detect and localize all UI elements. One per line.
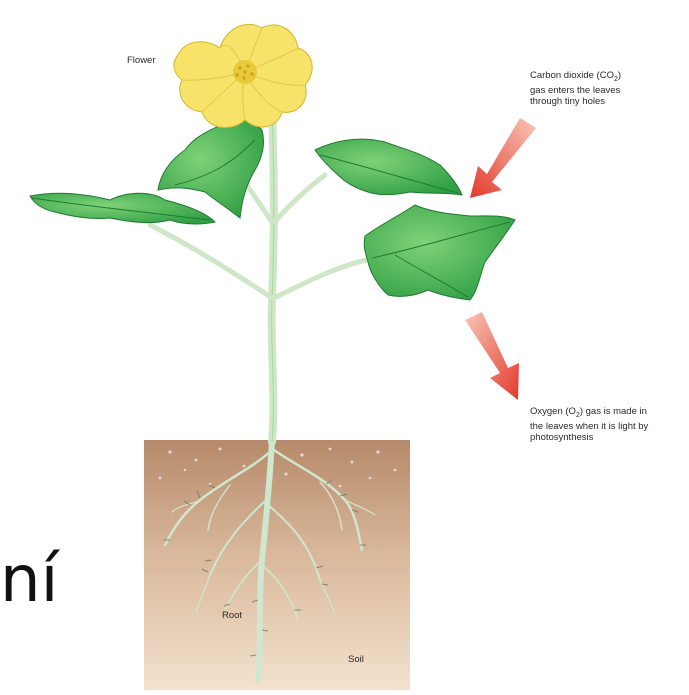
partial-slide-text: ní	[0, 545, 58, 615]
co2-caption-line2: gas enters the leaves	[530, 85, 689, 96]
flower-label: Flower	[127, 55, 156, 66]
co2-caption: Carbon dioxide (CO2) gas enters the leav…	[530, 70, 689, 107]
leaf-upper-right	[315, 139, 462, 195]
leaf-right	[364, 205, 515, 300]
co2-caption-line3: through tiny holes	[530, 96, 689, 107]
o2-caption-line2: the leaves when it is light by	[530, 421, 689, 432]
co2-arrow	[470, 118, 536, 198]
root-label: Root	[222, 610, 242, 621]
o2-caption-line3: photosynthesis	[530, 432, 689, 443]
co2-caption-line1: Carbon dioxide (CO2)	[530, 70, 689, 85]
o2-caption: Oxygen (O2) gas is made in the leaves wh…	[530, 406, 689, 443]
flower-head	[174, 24, 312, 127]
o2-caption-line1: Oxygen (O2) gas is made in	[530, 406, 689, 421]
o2-arrow	[465, 312, 519, 400]
leaf-left	[30, 193, 215, 224]
soil-label: Soil	[348, 654, 364, 665]
